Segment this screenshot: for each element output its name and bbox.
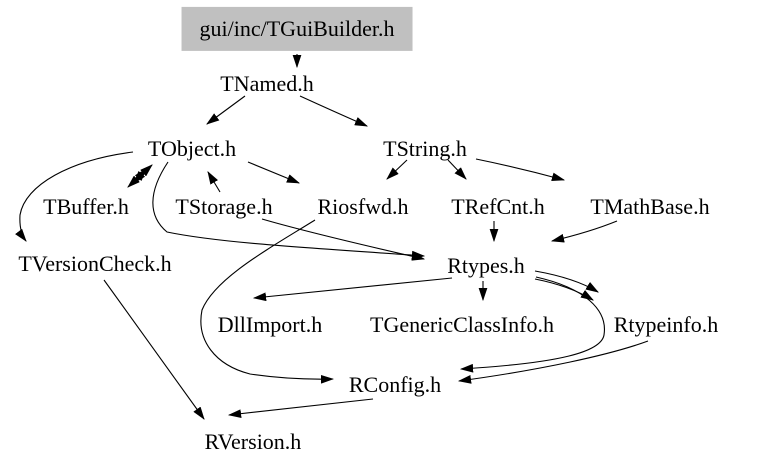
edge-tobject-to-tversioncheck xyxy=(15,151,134,242)
node-tbuffer[interactable]: TBuffer.h xyxy=(43,193,129,219)
node-tstorage[interactable]: TStorage.h xyxy=(175,193,273,219)
edge-tversioncheck-to-rversion xyxy=(103,279,205,420)
edge-rconfig-to-rversion xyxy=(227,398,374,419)
node-tversioncheck[interactable]: TVersionCheck.h xyxy=(18,250,172,276)
edge-riosfwd-to-rconfig xyxy=(200,219,335,384)
node-tmathbase[interactable]: TMathBase.h xyxy=(590,193,710,219)
node-tobject[interactable]: TObject.h xyxy=(147,135,237,161)
edge-rtypes-to-dllimport xyxy=(252,277,453,302)
node-riosfwd[interactable]: Riosfwd.h xyxy=(317,193,409,219)
edge-tmathbase-to-rtypes xyxy=(550,220,618,243)
edge-tstring-to-trefcnt xyxy=(447,159,467,180)
node-rtypes[interactable]: Rtypes.h xyxy=(447,252,525,278)
node-rconfig[interactable]: RConfig.h xyxy=(348,371,442,397)
node-dllimport[interactable]: DllImport.h xyxy=(217,311,323,337)
node-tstring[interactable]: TString.h xyxy=(383,135,467,161)
node-tnamed[interactable]: TNamed.h xyxy=(220,70,314,96)
edge-rtypeinfo-to-rconfig xyxy=(457,340,649,384)
node-tguibuilder: gui/inc/TGuiBuilder.h xyxy=(181,6,413,52)
node-rtypeinfo[interactable]: Rtypeinfo.h xyxy=(613,311,719,337)
edge-rtypes-to-rtypeinfo-2 xyxy=(534,278,594,301)
edge-tobject-tbuffer-mutual-2 xyxy=(133,168,147,184)
edge-rtypes-to-rconfig xyxy=(459,276,605,373)
edge-tobject-to-riosfwd xyxy=(247,161,301,184)
node-tgenericclassinfo[interactable]: TGenericClassInfo.h xyxy=(370,311,554,337)
node-trefcnt[interactable]: TRefCnt.h xyxy=(451,193,545,219)
edge-tstring-to-riosfwd xyxy=(386,159,408,180)
edge-tstorage-to-tobject xyxy=(207,171,221,193)
edge-tstring-to-tmathbase xyxy=(475,158,566,182)
node-rversion[interactable]: RVersion.h xyxy=(204,428,302,454)
edge-tstorage-to-rtypes xyxy=(261,218,426,261)
edges-group xyxy=(15,54,649,420)
edge-tnamed-to-tstring xyxy=(299,95,369,127)
edge-tobject-to-rtypes xyxy=(152,161,426,260)
edge-rtypes-to-rtypeinfo xyxy=(534,270,599,293)
edge-tnamed-to-tobject xyxy=(206,95,246,125)
